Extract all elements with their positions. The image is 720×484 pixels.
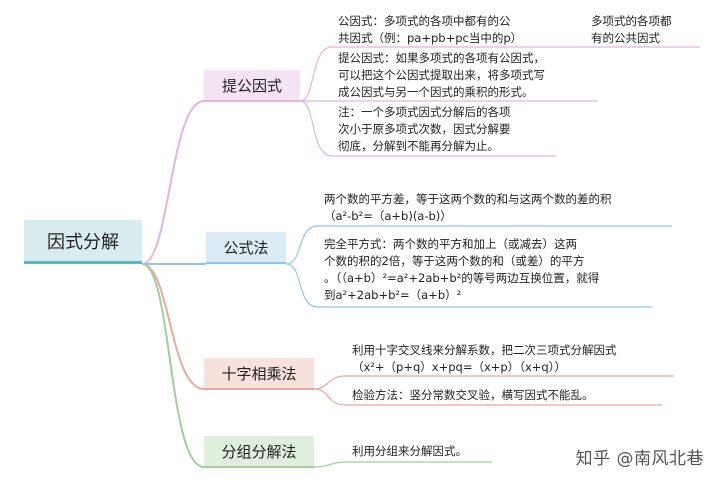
link-b1-leaf3 (299, 100, 556, 157)
leaf-perfect-square[interactable]: 完全平方式：两个数的平方和加上（或减去）这两 个数的积的2倍，等于这两个数的和（… (324, 237, 600, 302)
link-b1-leaf1 (299, 46, 530, 102)
branch-factor-out-common[interactable]: 提公因式 (204, 70, 300, 102)
root-topic[interactable]: 因式分解 (24, 220, 142, 264)
leaf-difference-of-squares[interactable]: 两个数的平方差，等于这两个数的和与这两个数的差的积 （a²-b²=（a+b)(a… (324, 192, 612, 223)
link-root-branch4 (141, 263, 205, 468)
watermark: 知乎 @南风北巷 (575, 449, 704, 469)
leaf-factor-note[interactable]: 注：一个多项式因式分解后的各项 次小于原多项式次数，因式分解要 彻底，分解到不能… (338, 105, 511, 153)
leaf-check-method[interactable]: 检验方法：竖分常数交叉验，横写因式不能乱。 (352, 388, 594, 402)
branch-formula-method[interactable]: 公式法 (206, 232, 286, 264)
leaf-grouping-method[interactable]: 利用分组来分解因式。 (352, 444, 467, 458)
link-b4-leaf1 (313, 461, 492, 468)
link-b2-leaf2 (285, 263, 652, 308)
link-b3-leaf2 (313, 388, 662, 406)
leaf-common-factor-definition[interactable]: 公因式：多项式的各项中都有的公 共因式（例：pa+pb+pc当中的p） (338, 14, 523, 45)
leaf-factor-out-method[interactable]: 提公因式：如果多项式的各项有公因式， 可以把这个公因式提取出来，将多项式写 成公… (338, 51, 545, 99)
leaf-common-factor-side-note[interactable]: 多项式的各项都 有的公共因式 (591, 14, 672, 45)
branch-grouping[interactable]: 分组分解法 (204, 436, 314, 468)
leaf-cross-method[interactable]: 利用十字交叉线来分解系数，把二次三项式分解因式 （x²+（p+q）x+pq=（x… (352, 343, 617, 374)
link-root-branch1 (141, 100, 205, 265)
link-root-branch3 (141, 263, 205, 390)
branch-cross-multiplication[interactable]: 十字相乘法 (204, 358, 314, 390)
link-b3-leaf1 (313, 375, 674, 390)
link-b2-leaf1 (285, 225, 672, 265)
